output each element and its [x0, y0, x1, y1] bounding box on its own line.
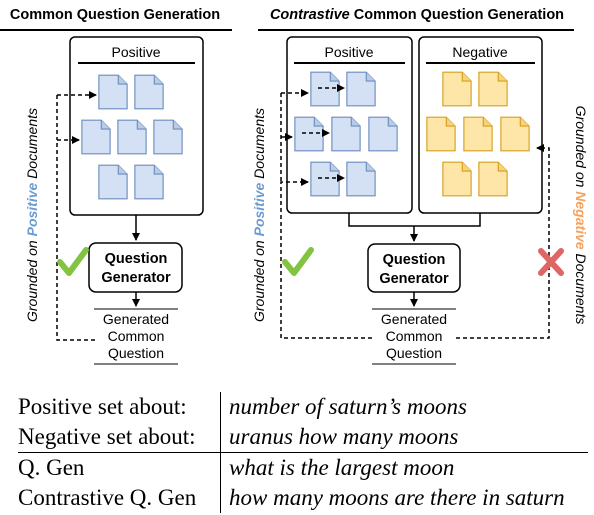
table-row: Positive set about: number of saturn’s m…: [18, 392, 588, 422]
left-output-line2: Common: [108, 328, 165, 344]
left-side-highlight: Positive: [24, 182, 40, 236]
right-right-side-label: Grounded on Negative Documents: [573, 106, 589, 325]
document-icon: [442, 161, 472, 197]
left-grounding-loop-arrow: [56, 136, 95, 341]
document-icon: [478, 161, 508, 197]
right-panel-title: Contrastive Common Question Generation: [270, 7, 564, 23]
right-output-line1: Generated: [381, 311, 447, 327]
right-left-side-prefix: Grounded on: [251, 236, 267, 322]
row-value: how many moons are there in saturn: [220, 483, 565, 513]
right-right-side-highlight: Negative: [573, 191, 589, 250]
document-icon: [426, 116, 456, 152]
document-icon: [98, 74, 128, 110]
row-label: Contrastive Q. Gen: [18, 485, 197, 510]
example-table: Positive set about: number of saturn’s m…: [18, 392, 588, 513]
table-separator: [18, 452, 588, 453]
right-positive-grounding-loop-arrow: [280, 178, 372, 339]
left-positive-label: Positive: [111, 44, 160, 60]
right-left-side-label: Grounded on Positive Documents: [251, 108, 267, 322]
right-title-rest: Common Question Generation: [350, 7, 564, 23]
check-mark-icon: [57, 247, 89, 276]
document-icon: [98, 164, 128, 200]
document-icon: [310, 71, 340, 107]
diagram-canvas: Common Question Generation Positive Ques…: [0, 7, 589, 365]
document-icon: [463, 116, 493, 152]
right-left-side-highlight: Positive: [251, 182, 267, 236]
document-icon: [346, 71, 376, 107]
right-negative-label: Negative: [452, 44, 507, 60]
right-generator-line2: Generator: [379, 271, 449, 287]
merge-bracket: [348, 213, 481, 227]
document-icon: [134, 74, 164, 110]
row-value: uranus how many moons: [220, 422, 458, 452]
right-output-line2: Common: [386, 328, 443, 344]
document-icon: [346, 161, 376, 197]
table-row: Q. Gen what is the largest moon: [18, 453, 588, 483]
left-output-line1: Generated: [103, 311, 169, 327]
right-negative-grounding-loop-arrow: [456, 144, 550, 339]
left-output-line3: Question: [108, 345, 164, 361]
left-panel-title: Common Question Generation: [10, 7, 220, 23]
right-title-italic: Contrastive: [270, 7, 350, 23]
document-icon: [117, 119, 147, 155]
left-side-label: Grounded on Positive Documents: [24, 108, 40, 322]
right-right-side-suffix: Documents: [573, 250, 589, 325]
document-icon: [294, 116, 324, 152]
document-icon: [134, 164, 164, 200]
right-positive-label: Positive: [324, 44, 373, 60]
document-icon: [500, 116, 530, 152]
table-row: Contrastive Q. Gen how many moons are th…: [18, 483, 588, 513]
document-icon: [442, 71, 472, 107]
row-label: Negative set about:: [18, 424, 196, 449]
row-label: Positive set about:: [18, 394, 187, 419]
right-left-side-suffix: Documents: [251, 108, 267, 183]
document-icon: [310, 161, 340, 197]
table-row: Negative set about: uranus how many moon…: [18, 422, 588, 452]
left-side-prefix: Grounded on: [24, 236, 40, 322]
document-icon: [81, 119, 111, 155]
row-value: number of saturn’s moons: [220, 392, 467, 422]
document-icon: [331, 116, 361, 152]
right-output-line3: Question: [386, 345, 442, 361]
row-value: what is the largest moon: [220, 453, 454, 483]
document-icon: [368, 116, 398, 152]
right-generator-line1: Question: [383, 252, 446, 268]
left-generator-line2: Generator: [101, 270, 171, 286]
document-icon: [478, 71, 508, 107]
check-mark-icon: [282, 247, 314, 276]
document-icon: [153, 119, 183, 155]
left-generator-line1: Question: [105, 251, 168, 267]
row-label: Q. Gen: [18, 455, 85, 480]
right-right-side-prefix: Grounded on: [573, 106, 589, 192]
cross-mark-icon: [538, 248, 564, 276]
left-side-suffix: Documents: [24, 108, 40, 183]
